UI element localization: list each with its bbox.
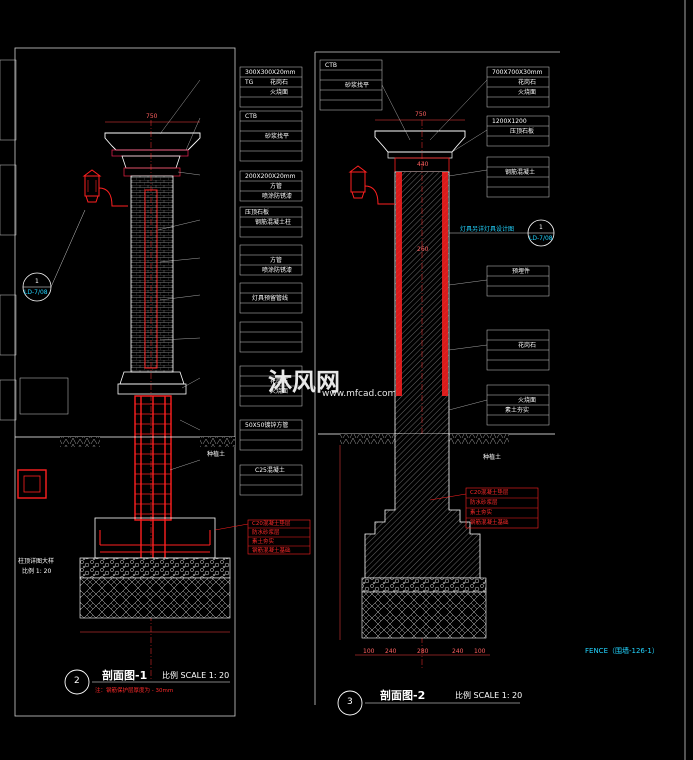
s1-note-14: 花岗石: [270, 378, 289, 385]
wall-lamp-icon: [82, 169, 128, 207]
section-1-column: [0, 59, 311, 695]
s2-note-1: 花岗石: [518, 79, 537, 86]
red-note-2: 素土夯实: [252, 539, 275, 545]
dim-base-2: 280: [417, 648, 429, 655]
s1-note-9: 压顶石板: [245, 209, 270, 216]
s1-note-5: 砂浆找平: [265, 133, 290, 140]
s1-note-11: 方管: [270, 257, 283, 264]
s1-note-8: 喷涂防锈漆: [262, 193, 293, 200]
s1-note-7: 方管: [270, 183, 283, 190]
s1-note-15: 火烧面: [270, 388, 289, 395]
side-detail-scale: 比例 1: 20: [22, 568, 52, 575]
section-1-number: 2: [74, 676, 80, 686]
red-note-3: 钢筋混凝土基础: [252, 548, 291, 554]
red-note-4: C20混凝土垫层: [470, 490, 509, 496]
ground-label-2: 种植土: [483, 454, 502, 461]
s1-note-2: 花岗石: [270, 79, 289, 86]
s2-note-9: 花岗石: [518, 342, 537, 349]
s2-note-3: CTB: [325, 62, 337, 69]
dim-base-0: 100: [363, 648, 375, 655]
dim-top-2: 750: [415, 111, 427, 118]
s2-note-2: 火烧面: [518, 89, 537, 96]
s2-note-7: 钢筋混凝土: [505, 169, 536, 176]
side-detail-title: 柱顶详图大样: [18, 558, 55, 565]
s2-note-10: 火烧面: [518, 397, 537, 404]
s1-note-13: 灯具预留管线: [252, 295, 289, 302]
section-1-note: 注：钢筋保护层厚度为 - 30mm: [95, 688, 174, 694]
s1-note-1: TG: [245, 79, 254, 86]
lamp-note: 灯具另详灯具设计图: [460, 226, 515, 233]
red-note-6: 素土夯实: [470, 510, 493, 516]
red-note-1: 防水砂浆层: [252, 530, 280, 536]
ground-label-1: 种植土: [207, 451, 226, 458]
section-2-scale: 比例 SCALE 1: 20: [455, 691, 523, 700]
s2-note-5: 1200X1200: [492, 118, 527, 125]
red-note-7: 钢筋混凝土基础: [470, 520, 509, 526]
watermark-brand: 沐风网: [268, 368, 340, 396]
s1-note-12: 喷涂防锈漆: [262, 267, 293, 274]
section-2-column: [318, 59, 555, 716]
dim-inner: 440: [417, 161, 429, 168]
dim-base-4: 100: [474, 648, 486, 655]
s1-note-3: 火烧面: [270, 89, 289, 96]
detail-ref-1-top: 1: [35, 278, 39, 285]
s1-note-16: 50X50镀锌方管: [245, 422, 289, 429]
section-2-title: 剖面图-2: [380, 689, 426, 702]
s1-note-10: 钢筋混凝土柱: [255, 219, 292, 226]
s1-note-17: C25混凝土: [255, 467, 285, 474]
dim-top-1: 750: [146, 113, 158, 120]
section-1-scale: 比例 SCALE 1: 20: [162, 671, 230, 680]
watermark-url: www.mfcad.com: [322, 389, 397, 399]
dim-base-1: 240: [385, 648, 397, 655]
detail-ref-1-bottom: LD-7/08: [24, 289, 48, 296]
s2-note-6: 压顶石板: [510, 128, 535, 135]
drawing-frames: [14, 0, 686, 760]
detail-ref-2-top: 1: [539, 224, 543, 231]
section-2-number: 3: [347, 697, 353, 707]
s1-note-4: CTB: [245, 113, 257, 120]
dim-mid: 260: [417, 246, 429, 253]
s2-note-0: 700X700X30mm: [492, 69, 543, 76]
red-note-0: C20混凝土垫层: [252, 521, 291, 527]
dim-base-3: 240: [452, 648, 464, 655]
fence-label: FENCE（围墙-126-1）: [585, 647, 659, 655]
s1-note-0: 300X300X20mm: [245, 69, 296, 76]
s1-note-6: 200X200X20mm: [245, 173, 296, 180]
watermark-logo: 沐风网: [268, 362, 340, 397]
section-1-title: 剖面图-1: [102, 669, 148, 682]
s2-note-8: 预埋件: [512, 268, 531, 275]
red-note-5: 防水砂浆层: [470, 500, 498, 506]
wall-lamp-icon-2: [348, 165, 395, 205]
s2-note-11: 素土夯实: [505, 407, 530, 414]
detail-ref-2-bottom: LD-7/08: [529, 235, 553, 242]
s2-note-4: 砂浆找平: [345, 82, 370, 89]
